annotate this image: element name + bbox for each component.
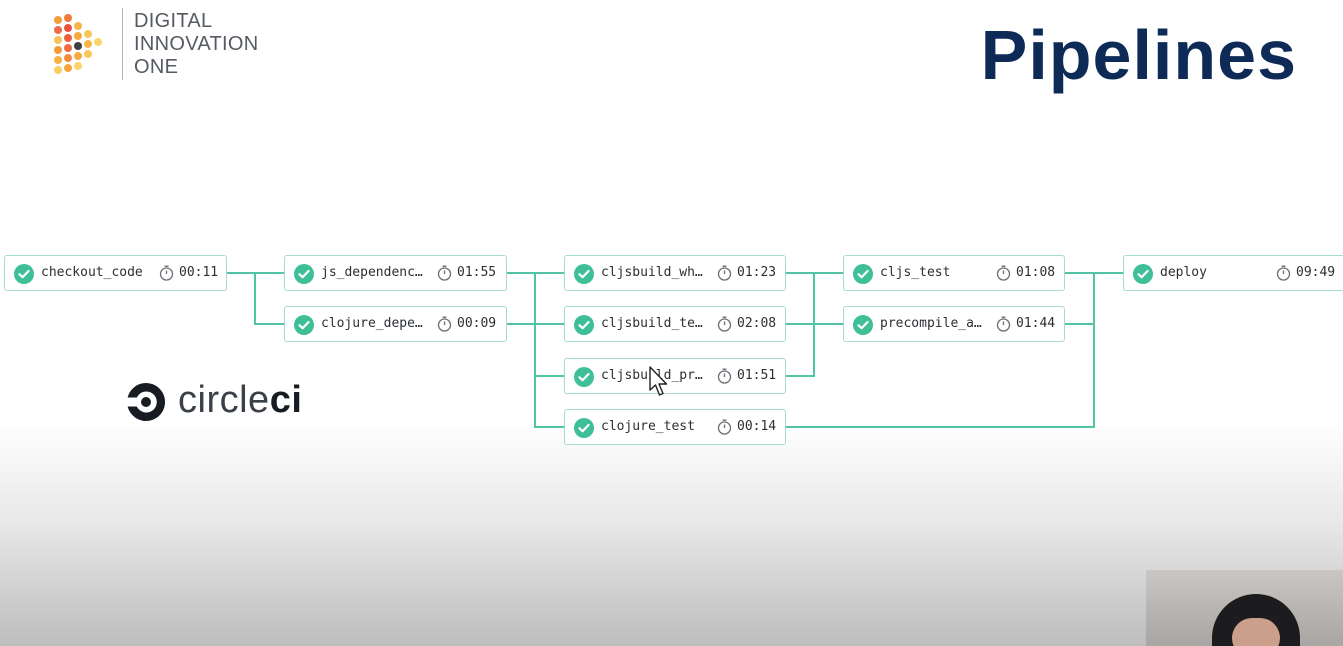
brand-wordmark: DIGITAL INNOVATION ONE xyxy=(134,10,258,79)
stopwatch-icon xyxy=(996,316,1011,332)
job-deploy[interactable]: deploy 09:49 xyxy=(1123,255,1343,291)
success-check-icon xyxy=(574,367,594,387)
stopwatch-icon xyxy=(996,265,1011,281)
stopwatch-icon xyxy=(437,316,452,332)
success-check-icon xyxy=(853,264,873,284)
circleci-wordmark: circleci xyxy=(178,378,302,422)
job-checkout-code[interactable]: checkout_code 00:11 xyxy=(4,255,227,291)
brand-line-3: ONE xyxy=(134,56,179,78)
dio-logo-icon xyxy=(54,14,102,74)
job-cljsbuild-whitespace[interactable]: cljsbuild_wh… 01:23 xyxy=(564,255,786,291)
success-check-icon xyxy=(294,264,314,284)
job-js-dependencies[interactable]: js_dependenc… 01:55 xyxy=(284,255,507,291)
job-duration: 01:23 xyxy=(737,265,777,280)
presenter-face xyxy=(1232,618,1280,646)
stopwatch-icon xyxy=(717,419,732,435)
circleci-wordmark-suffix: ci xyxy=(269,379,303,421)
job-cljsbuild-test[interactable]: cljsbuild_te… 02:08 xyxy=(564,306,786,342)
success-check-icon xyxy=(574,418,594,438)
mouse-pointer-icon xyxy=(649,366,668,396)
job-name: cljsbuild_wh… xyxy=(601,265,703,280)
digital-innovation-one-logo: DIGITAL INNOVATION ONE xyxy=(52,8,292,80)
stopwatch-icon xyxy=(717,368,732,384)
stopwatch-icon xyxy=(1276,265,1291,281)
slide-title: Pipelines xyxy=(980,16,1297,94)
presenter-webcam xyxy=(1146,570,1343,646)
job-duration: 02:08 xyxy=(737,316,777,331)
success-check-icon xyxy=(853,315,873,335)
job-duration: 01:55 xyxy=(457,265,497,280)
job-duration: 00:11 xyxy=(179,265,219,280)
brand-line-2: INNOVATION xyxy=(134,33,259,55)
stopwatch-icon xyxy=(717,316,732,332)
stopwatch-icon xyxy=(437,265,452,281)
job-duration: 01:44 xyxy=(1016,316,1056,331)
job-duration: 01:08 xyxy=(1016,265,1056,280)
job-name: cljsbuild_te… xyxy=(601,316,703,331)
job-name: js_dependenc… xyxy=(321,265,423,280)
job-name: precompile_a… xyxy=(880,316,982,331)
job-cljsbuild-production[interactable]: cljsbuild_pr… 01:51 xyxy=(564,358,786,394)
job-cljs-test[interactable]: cljs_test 01:08 xyxy=(843,255,1065,291)
brand-divider xyxy=(122,8,123,80)
job-duration: 00:09 xyxy=(457,316,497,331)
job-clojure-test[interactable]: clojure_test 00:14 xyxy=(564,409,786,445)
stopwatch-icon xyxy=(717,265,732,281)
success-check-icon xyxy=(574,315,594,335)
job-name: cljs_test xyxy=(880,265,951,280)
stopwatch-icon xyxy=(159,265,174,281)
job-name: deploy xyxy=(1160,265,1207,280)
success-check-icon xyxy=(294,315,314,335)
job-duration: 01:51 xyxy=(737,368,777,383)
circleci-icon xyxy=(127,382,166,421)
job-name: clojure_depe… xyxy=(321,316,423,331)
job-duration: 09:49 xyxy=(1296,265,1336,280)
job-precompile-assets[interactable]: precompile_a… 01:44 xyxy=(843,306,1065,342)
job-duration: 00:14 xyxy=(737,419,777,434)
job-name: clojure_test xyxy=(601,419,695,434)
success-check-icon xyxy=(1133,264,1153,284)
circleci-wordmark-prefix: circle xyxy=(178,379,270,421)
success-check-icon xyxy=(574,264,594,284)
job-name: checkout_code xyxy=(41,265,143,280)
brand-line-1: DIGITAL xyxy=(134,10,213,32)
success-check-icon xyxy=(14,264,34,284)
job-clojure-dependencies[interactable]: clojure_depe… 00:09 xyxy=(284,306,507,342)
